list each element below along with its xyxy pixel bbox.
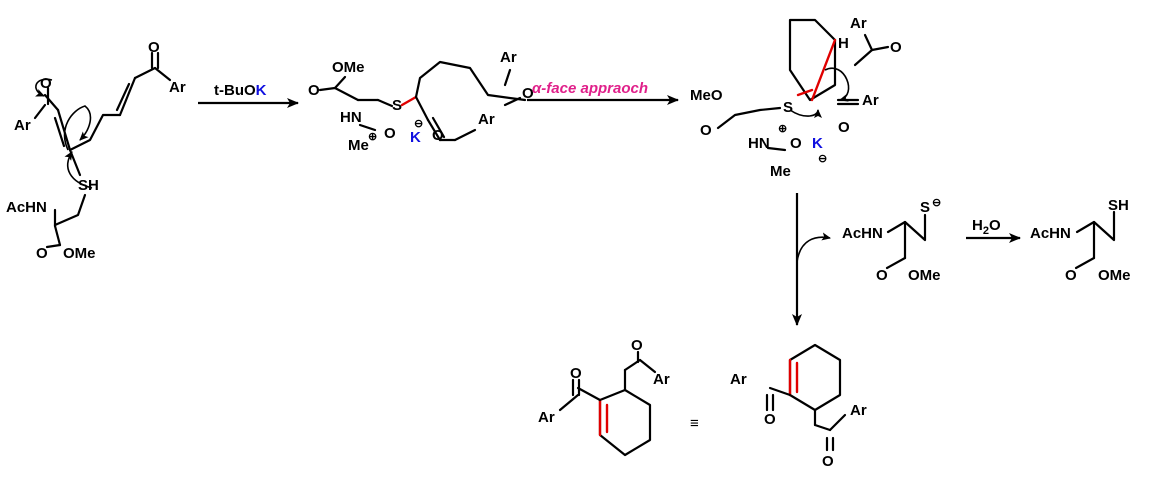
atom-ar-product-a1: Ar — [538, 409, 555, 426]
label-ome-thiolate: OMe — [908, 267, 941, 284]
product-cyclohexene-b: Ar O Ar O — [730, 343, 867, 470]
label-ome-1: OMe — [63, 245, 96, 262]
reagent-tbuo: t-BuOK — [214, 82, 267, 99]
atom-sh-thiol: SH — [1108, 197, 1129, 214]
molecule-thiol-product: AcHN SH O OMe — [1030, 197, 1131, 284]
atom-o-enolate-3: O — [838, 119, 850, 136]
atom-ar-left: Ar — [14, 117, 31, 134]
label-acnh-thiol: AcHN — [1030, 225, 1071, 242]
molecule-enolate-intermediate: OMe O HN S O Ar O Ar K ⊖ O ⊕ Me — [308, 49, 534, 154]
atom-h-3: H — [838, 35, 849, 52]
atom-o-enone-2: O — [522, 85, 534, 102]
atom-ar-product-a2: Ar — [653, 371, 670, 388]
equivalence-symbol: ≡ — [690, 415, 699, 432]
charge-plus-3: ⊕ — [778, 123, 787, 135]
label-acnh-1: AcHN — [6, 199, 47, 216]
label-ome-thiol: OMe — [1098, 267, 1131, 284]
atom-o-ester-1: O — [36, 245, 48, 262]
product-cyclohexene-a: O Ar O Ar — [538, 337, 670, 457]
atom-o-ester-3: O — [700, 122, 712, 139]
charge-plus-2: ⊕ — [368, 131, 377, 143]
atom-ar-3a: Ar — [850, 15, 867, 32]
reagent-water: H2O — [972, 217, 1001, 237]
molecule-starting-material: O Ar O Ar SH AcHN O OMe — [6, 39, 186, 262]
atom-s-3: S — [783, 99, 793, 116]
label-me-3: Me — [770, 163, 791, 180]
label-hn-2: HN — [340, 109, 362, 126]
atom-ar-3b: Ar — [862, 92, 879, 109]
atom-ar-product-b2: Ar — [850, 402, 867, 419]
atom-o-amide-3: O — [790, 135, 802, 152]
reaction-arrow-2: α-face appraoch — [527, 80, 679, 105]
reaction-arrow-3: H2O — [966, 217, 1021, 243]
atom-s-thiolate: S — [920, 199, 930, 216]
atom-ar-right: Ar — [169, 79, 186, 96]
atom-sh: SH — [78, 177, 99, 194]
atom-s-2: S — [392, 97, 402, 114]
atom-o-ester-thiol: O — [1065, 267, 1077, 284]
charge-minus-3: ⊖ — [818, 153, 827, 165]
atom-o-product-a1: O — [570, 365, 582, 382]
condition-alpha-face: α-face appraoch — [532, 80, 648, 97]
reaction-arrow-vertical — [792, 193, 831, 326]
charge-minus-thiolate: ⊖ — [932, 197, 941, 209]
atom-o-ester-2: O — [308, 82, 320, 99]
label-me-2: Me — [348, 137, 369, 154]
molecule-cyclization-state: Ar H O S Ar O K ⊖ MeO O HN O ⊕ Me — [690, 15, 902, 180]
atom-o-product-a2: O — [631, 337, 643, 354]
reaction-arrow-1: t-BuOK — [198, 82, 299, 108]
atom-ar-2a: Ar — [500, 49, 517, 66]
label-hn-3: HN — [748, 135, 770, 152]
label-ome-2: OMe — [332, 59, 365, 76]
charge-minus-2: ⊖ — [414, 118, 423, 130]
atom-o-enolate-2: O — [432, 127, 444, 144]
atom-o-ketone-3: O — [890, 39, 902, 56]
label-meo-3: MeO — [690, 87, 723, 104]
atom-o-amide-2: O — [384, 125, 396, 142]
atom-ar-product-b1: Ar — [730, 371, 747, 388]
atom-ar-2b: Ar — [478, 111, 495, 128]
atom-k-3: K — [812, 135, 823, 152]
atom-o-ketone-right: O — [148, 39, 160, 56]
atom-o-ketone-left: O — [40, 75, 52, 92]
atom-o-ester-thiolate: O — [876, 267, 888, 284]
molecule-thiolate: AcHN S ⊖ O OMe — [842, 197, 941, 284]
atom-k-2: K — [410, 129, 421, 146]
label-acnh-thiolate: AcHN — [842, 225, 883, 242]
atom-o-product-b2: O — [822, 453, 834, 470]
atom-o-product-b1: O — [764, 411, 776, 428]
